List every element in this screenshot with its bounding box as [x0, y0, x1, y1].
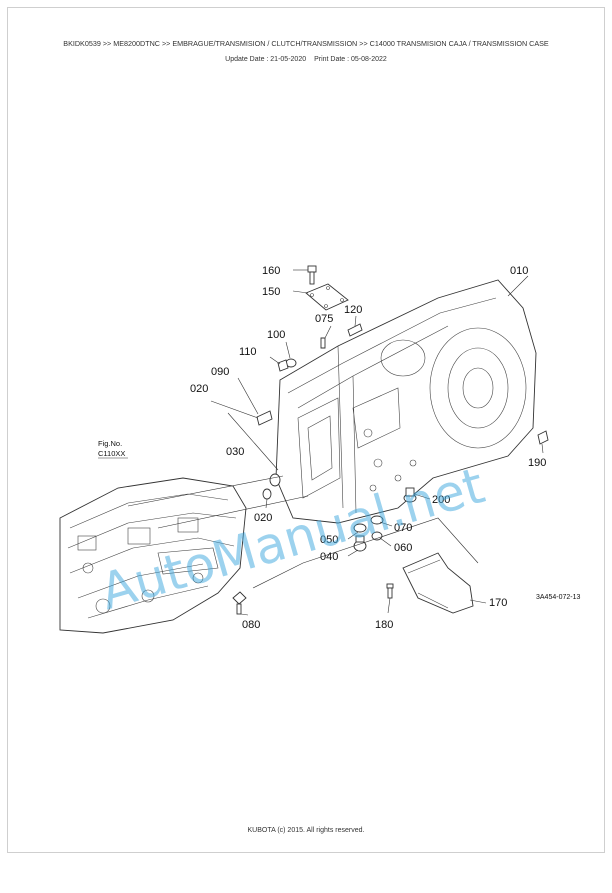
print-date: Print Date : 05-08-2022 [314, 56, 387, 63]
left-housing-drawing [59, 477, 247, 634]
small-parts-drawing [232, 323, 549, 615]
bottom-cover-drawing [402, 552, 474, 614]
label-060: 060 [394, 542, 412, 554]
fig-no-label: Fig.No. [98, 439, 122, 448]
label-150: 150 [262, 286, 280, 298]
breadcrumb: BKIDK0539 >> ME8200DTNC >> EMBRAGUE/TRAN… [63, 39, 549, 48]
copyright: KUBOTA (c) 2015. All rights reserved. [247, 827, 365, 834]
label-110: 110 [239, 346, 257, 358]
label-200: 200 [432, 494, 450, 506]
label-050: 050 [320, 534, 338, 546]
cover-plate-drawing [305, 265, 349, 311]
label-090: 090 [211, 366, 229, 378]
drawing-code: 3A454-072-13 [536, 594, 580, 601]
update-date: Update Date : 21-05-2020 [225, 56, 307, 63]
label-160: 160 [262, 265, 280, 277]
date-line: Update Date : 21-05-2020 Print Date : 05… [8, 56, 604, 63]
fig-reference: Fig.No. C110XX [98, 439, 128, 459]
label-020-bottom: 020 [254, 512, 272, 524]
parts-diagram: 160 150 010 075 120 100 110 090 020 030 … [59, 265, 580, 634]
label-030: 030 [226, 446, 244, 458]
label-010: 010 [510, 265, 528, 277]
label-020-top: 020 [190, 383, 208, 395]
label-180: 180 [375, 619, 393, 631]
leader-lines [127, 269, 544, 616]
label-100: 100 [267, 329, 285, 341]
document-page: BKIDK0539 >> ME8200DTNC >> EMBRAGUE/TRAN… [7, 7, 605, 853]
transmission-case-drawing [275, 279, 537, 524]
label-190: 190 [528, 457, 546, 469]
label-040: 040 [320, 551, 338, 563]
part-labels: 160 150 010 075 120 100 110 090 020 030 … [190, 265, 546, 631]
label-170: 170 [489, 597, 507, 609]
label-080: 080 [242, 619, 260, 631]
label-120: 120 [344, 304, 362, 316]
label-075: 075 [315, 313, 333, 325]
fig-no-value: C110XX [98, 449, 125, 458]
label-070: 070 [394, 522, 412, 534]
